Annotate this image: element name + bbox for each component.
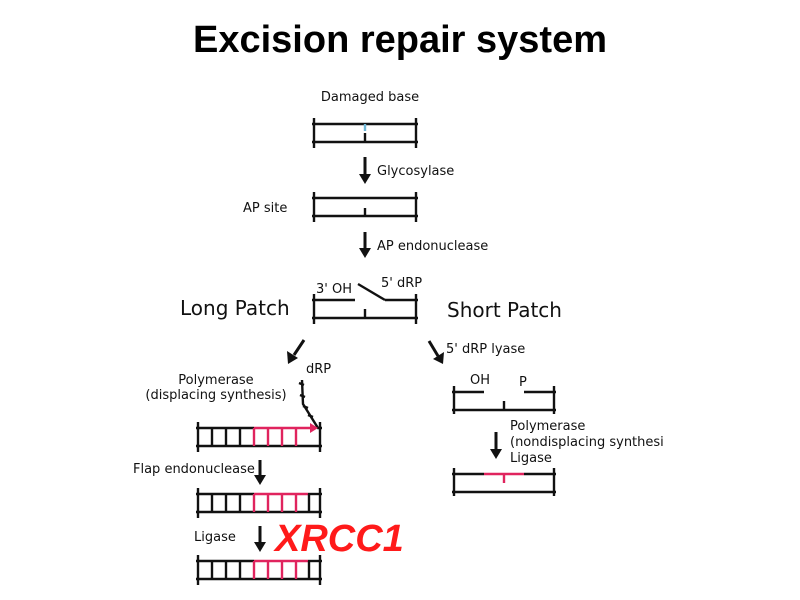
- arrow-down-icon: [254, 526, 266, 552]
- dna-displacing-synthesis: [196, 379, 322, 452]
- label-glycosylase: Glycosylase: [377, 164, 454, 179]
- arrow-down-right-icon: [427, 340, 444, 364]
- dna-ligated-long-patch: [196, 555, 322, 585]
- arrow-down-icon: [254, 460, 266, 485]
- label-nondisplacing-synthesis: (nondisplacing synthesi: [510, 435, 664, 450]
- label-polymerase-short: Polymerase: [510, 419, 585, 434]
- label-ap-site: AP site: [243, 201, 287, 216]
- label-polymerase-long: Polymerase: [178, 373, 253, 388]
- label-long-patch: Long Patch: [180, 296, 290, 320]
- dna-after-flap-removal: [196, 488, 322, 518]
- arrow-down-icon: [359, 157, 371, 184]
- dna-gapped: [452, 386, 556, 414]
- label-short-patch: Short Patch: [447, 298, 562, 322]
- dna-ap-site: [312, 192, 418, 222]
- label-5-drp: 5' dRP: [381, 276, 422, 291]
- label-oh: OH: [470, 373, 490, 388]
- label-p: P: [519, 375, 527, 390]
- label-drp: dRP: [306, 362, 331, 377]
- arrow-down-left-icon: [287, 339, 306, 364]
- label-flap-endonuclease: Flap endonuclease: [133, 462, 255, 477]
- label-displacing-synthesis: (displacing synthesis): [145, 388, 286, 403]
- label-3-oh: 3' OH: [316, 282, 352, 297]
- dna-ligated-short-patch: [452, 468, 556, 496]
- label-ligase-short: Ligase: [510, 451, 552, 466]
- xrcc1-label: XRCC1: [273, 518, 404, 560]
- dna-nicked: [312, 282, 418, 324]
- label-ap-endonuclease: AP endonuclease: [377, 239, 488, 254]
- dna-damaged: [312, 118, 418, 148]
- label-5-drp-lyase: 5' dRP lyase: [446, 342, 525, 357]
- page-title: Excision repair system: [193, 19, 607, 61]
- arrow-down-icon: [359, 232, 371, 258]
- label-damaged-base: Damaged base: [321, 90, 419, 105]
- label-ligase-long: Ligase: [194, 530, 236, 545]
- arrow-down-icon: [490, 432, 502, 459]
